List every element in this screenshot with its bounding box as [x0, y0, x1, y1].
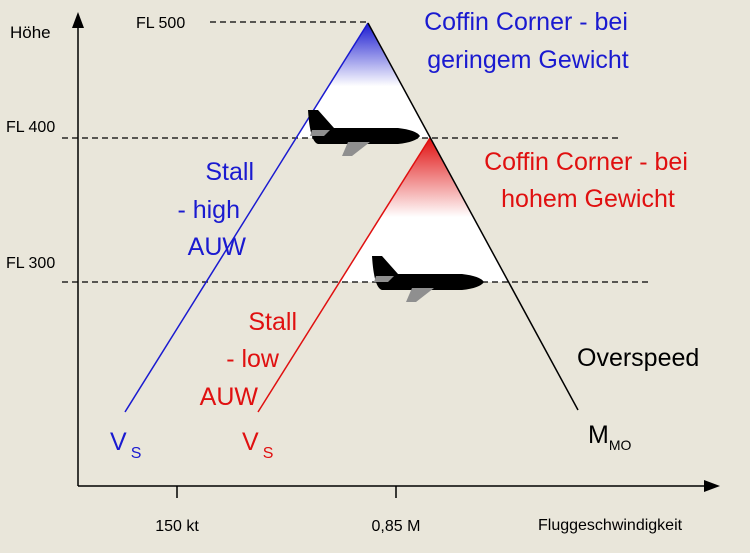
stall-low-label: AUW — [200, 383, 259, 411]
stall-high-label: - high — [177, 196, 240, 224]
high-weight-envelope — [340, 138, 508, 282]
stall-low-label: - low — [226, 345, 280, 373]
stall-high-label: Stall — [205, 158, 254, 186]
y-axis-arrow-icon — [72, 12, 84, 28]
overspeed-label: Overspeed — [577, 344, 699, 372]
overspeed-line — [367, 22, 579, 411]
fl400-label: FL 400 — [6, 119, 55, 136]
fl300-label: FL 300 — [6, 255, 55, 272]
coffin-low-weight-label: Coffin Corner - bei — [424, 8, 628, 36]
stall-high-line — [124, 22, 369, 413]
stall-low-label: Stall — [248, 308, 297, 336]
fl500-label: FL 500 — [136, 15, 185, 32]
stall-low-line — [257, 137, 431, 413]
x-tick-label: 150 kt — [155, 518, 199, 535]
coffin-high-weight-label: Coffin Corner - bei — [484, 148, 688, 176]
low-weight-envelope — [296, 23, 430, 138]
x-axis-label: Fluggeschwindigkeit — [538, 517, 683, 534]
coffin-high-weight-label: hohem Gewicht — [501, 185, 675, 213]
y-axis-label: Höhe — [10, 23, 51, 42]
coffin-low-weight-label: geringem Gewicht — [427, 46, 629, 74]
x-axis-arrow-icon — [704, 480, 720, 492]
x-tick-label: 0,85 M — [372, 518, 421, 535]
mmo-label: MMO — [588, 421, 631, 453]
stall-high-label: AUW — [188, 233, 247, 261]
